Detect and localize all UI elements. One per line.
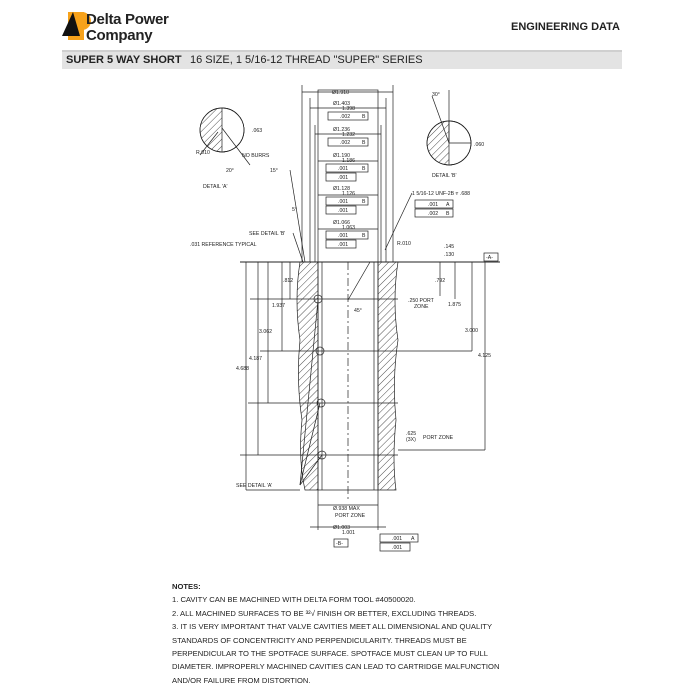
dim: R.010 <box>196 150 210 156</box>
dim: 20° <box>226 168 234 174</box>
dim: PORT ZONE <box>423 435 454 441</box>
dim: Ø1.403 <box>333 101 350 107</box>
section-title: ENGINEERING DATA <box>511 21 620 33</box>
datum-b: -B- <box>336 541 343 547</box>
dim: 30° <box>432 92 440 98</box>
dim: 5° <box>292 207 297 213</box>
dim: .060 <box>474 142 484 148</box>
fcf-value: .001 <box>338 175 348 181</box>
dim: 1.001 <box>342 530 355 536</box>
note-2: 2. ALL MACHINED SURFACES TO BE ³²√ FINIS… <box>172 608 477 618</box>
dim: 1.398 <box>342 106 355 112</box>
dim: .812 <box>283 278 293 284</box>
dim: R.010 <box>397 241 411 247</box>
fcf-value: .001 <box>428 202 438 208</box>
dim: 4.125 <box>478 353 491 359</box>
fcf-datum: B <box>446 211 450 217</box>
fcf-datum: B <box>362 140 366 146</box>
dim: .145 <box>444 244 454 250</box>
dim: .250 PORT <box>408 298 435 304</box>
fcf-datum: B <box>362 114 366 120</box>
dim: Ø.938 MAX <box>333 506 360 512</box>
thread-callout: 1 5/16-12 UNF-2B ⫧ .688 <box>412 191 470 197</box>
dim: 3.000 <box>465 328 478 334</box>
note-1: 1. CAVITY CAN BE MACHINED WITH DELTA FOR… <box>172 595 416 605</box>
dim: Ø1.128 <box>333 186 350 192</box>
dim: SEE DETAIL 'B' <box>249 231 285 237</box>
dim: SEE DETAIL 'A' <box>236 483 272 489</box>
note-3: 3. IT IS VERY IMPORTANT THAT VALVE CAVIT… <box>172 622 500 685</box>
dim: 15° <box>270 168 278 174</box>
dim: .031 REFERENCE TYPICAL <box>190 242 257 248</box>
fcf-value: .001 <box>338 166 348 172</box>
fcf-value: .001 <box>338 233 348 239</box>
company-line1: Delta Power <box>86 11 169 28</box>
dim: Ø1.003 <box>333 525 350 531</box>
dim: .625 <box>406 431 416 437</box>
notes: NOTES: 1. CAVITY CAN BE MACHINED WITH DE… <box>172 580 530 687</box>
dim: (3X) <box>406 437 416 443</box>
fcf-datum: A <box>446 202 450 208</box>
dim: 1.937 <box>272 303 285 309</box>
company-name: Delta Power Company <box>86 12 169 44</box>
fcf-value: .002 <box>340 114 350 120</box>
dim: Ø1.910 <box>332 90 349 96</box>
fcf-value: .002 <box>428 211 438 217</box>
fcf-datum: B <box>362 233 366 239</box>
fcf-value: .001 <box>392 536 402 542</box>
dim: 1.063 <box>342 225 355 231</box>
fcf-datum: A <box>411 536 415 542</box>
dim: Ø1.066 <box>333 220 350 226</box>
fcf-datum: B <box>362 199 366 205</box>
dim: .130 <box>444 252 454 258</box>
dim: .792 <box>435 278 445 284</box>
dim: .063 <box>252 128 262 134</box>
dim: NO BURRS <box>242 153 270 159</box>
dim: Ø1.236 <box>333 127 350 133</box>
product-name: SUPER 5 WAY SHORT <box>66 54 182 66</box>
title-band: SUPER 5 WAY SHORT 16 SIZE, 1 5/16-12 THR… <box>62 50 622 69</box>
datum-a: -A- <box>486 255 493 261</box>
product-description: 16 SIZE, 1 5/16-12 THREAD "SUPER" SERIES <box>190 54 423 66</box>
dim: 3.062 <box>259 329 272 335</box>
detail-b-label: DETAIL 'B' <box>432 173 456 179</box>
right-wall <box>377 261 399 491</box>
fcf-value: .001 <box>338 242 348 248</box>
detail-a-label: DETAIL 'A' <box>203 184 227 190</box>
dim: PORT ZONE <box>335 513 366 519</box>
fcf-value: .001 <box>392 545 402 551</box>
dim: 4.688 <box>236 366 249 372</box>
logo-icon <box>62 12 91 40</box>
notes-title: NOTES: <box>172 582 201 591</box>
dim: 1.875 <box>448 302 461 308</box>
fcf-value: .001 <box>338 199 348 205</box>
dim: 4.187 <box>249 356 262 362</box>
company-line2: Company <box>86 27 153 44</box>
dim: 45° <box>354 308 362 314</box>
fcf-value: .002 <box>340 140 350 146</box>
fcf-value: .001 <box>338 208 348 214</box>
dim: ZONE <box>414 304 429 310</box>
dim: Ø1.190 <box>333 153 350 159</box>
dim: 1.232 <box>342 132 355 138</box>
dim: 1.186 <box>342 158 355 164</box>
dim: 1.126 <box>342 191 355 197</box>
fcf-datum: B <box>362 166 366 172</box>
